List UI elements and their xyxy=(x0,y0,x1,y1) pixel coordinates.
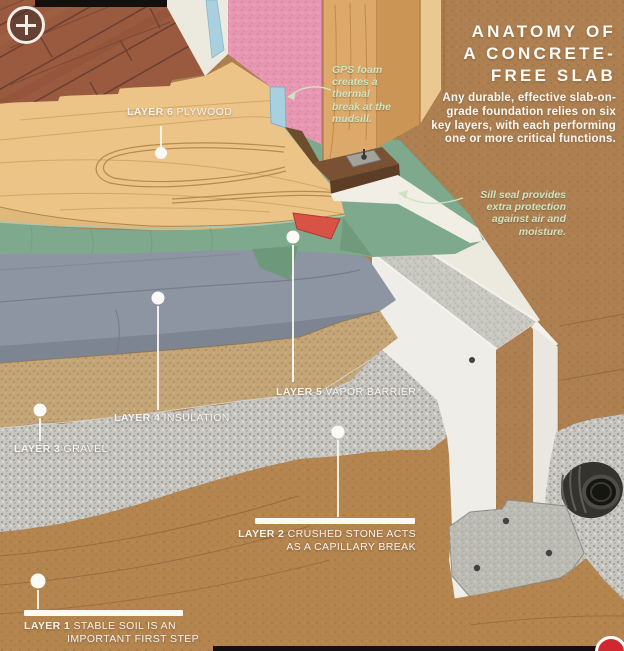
drain-pipe xyxy=(561,461,623,519)
label-layer-6: LAYER 6 PLYWOOD xyxy=(127,106,233,118)
wall-stud-left xyxy=(322,0,378,164)
red-circle-logo-badge xyxy=(595,636,624,651)
stud-edge-face xyxy=(420,0,441,124)
page-title: ANATOMY OF A CONCRETE- FREE SLAB xyxy=(463,21,616,87)
label-underline-bar-layer-2 xyxy=(255,518,415,524)
label-layer-3: LAYER 3 GRAVEL xyxy=(14,443,108,455)
title-line: FREE SLAB xyxy=(490,66,616,85)
framed-wall-assembly xyxy=(163,0,483,243)
sill-seal-strip xyxy=(330,175,483,243)
mudsill xyxy=(312,147,400,194)
scan-edge-strip-top xyxy=(35,0,167,7)
label-layer-2: LAYER 2 CRUSHED STONE ACTS AS A CAPILLAR… xyxy=(238,528,416,553)
layer-leader-dots xyxy=(30,147,345,589)
gravel-layer-band xyxy=(0,310,398,428)
soil-bottom-left xyxy=(0,437,480,651)
label-layer-5: LAYER 5 VAPOR BARRIER xyxy=(276,386,417,398)
callout-arrows xyxy=(287,86,464,204)
gps-foam-strip xyxy=(269,86,287,129)
label-layer-4: LAYER 4 INSULATION xyxy=(114,412,230,424)
callout-sill-seal: Sill seal provides extra protection agai… xyxy=(480,189,566,238)
routed-groove-loop xyxy=(95,142,339,204)
title-line: ANATOMY OF xyxy=(471,22,616,41)
label-underline-bar-layer-1 xyxy=(24,610,183,616)
foam-edge-strip xyxy=(205,0,225,59)
soil-bottom-right xyxy=(440,558,624,651)
intro-paragraph: Any durable, effective slab-on-grade fou… xyxy=(431,92,616,146)
layer-leaders xyxy=(37,126,339,609)
insulation-layer-band xyxy=(0,239,396,363)
crushed-stone-layer-band xyxy=(0,350,447,532)
title-line: A CONCRETE- xyxy=(463,44,616,63)
red-membrane-tab xyxy=(292,212,341,240)
wall-fastener-dot xyxy=(469,357,475,363)
zoom-plus-icon[interactable] xyxy=(7,6,45,44)
callout-gps-foam: GPS foam creates a thermal break at the … xyxy=(332,64,391,125)
anchor-bolt xyxy=(361,154,367,160)
scan-edge-strip-bottom xyxy=(213,646,624,651)
plus-glyph-vertical xyxy=(24,15,28,35)
wall-stud-right xyxy=(377,0,420,148)
label-layer-1: LAYER 1 STABLE SOIL IS AN IMPORTANT FIRS… xyxy=(24,620,200,645)
footing-plate xyxy=(448,499,585,598)
